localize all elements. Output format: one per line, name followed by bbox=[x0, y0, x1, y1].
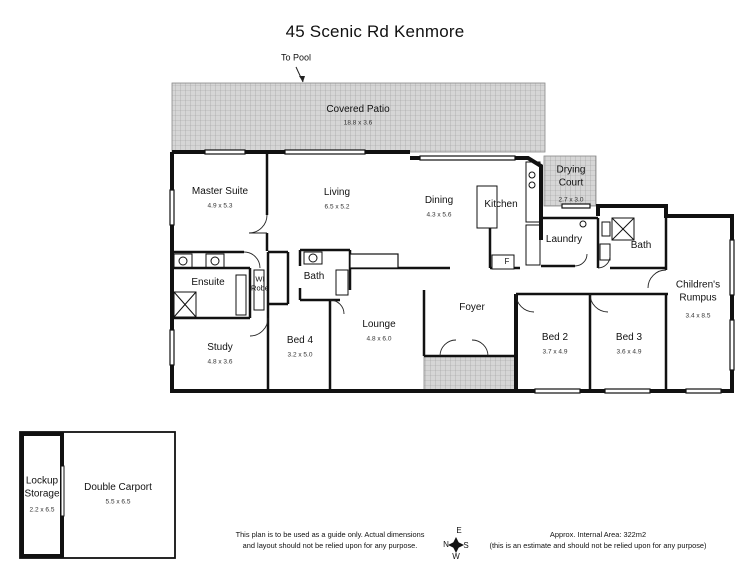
wir-name: WI Robe bbox=[251, 274, 269, 293]
bed4-name: Bed 4 bbox=[286, 334, 314, 346]
garage bbox=[19, 431, 176, 559]
lounge-dim: 4.8 x 6.0 bbox=[366, 335, 392, 343]
study-name: Study bbox=[207, 341, 233, 353]
drying-court-dim: 2.7 x 3.0 bbox=[558, 196, 584, 204]
master-suite-name: Master Suite bbox=[191, 185, 249, 197]
compass-icon bbox=[448, 537, 464, 553]
to-pool-arrowhead bbox=[299, 76, 305, 82]
childrens-rumpus-dim: 3.4 x 8.5 bbox=[685, 312, 711, 320]
childrens-rumpus-name: Children's Rumpus bbox=[675, 279, 721, 304]
dining-name: Dining bbox=[424, 194, 454, 206]
master-suite-dim: 4.9 x 5.3 bbox=[207, 202, 233, 210]
compass-s: S bbox=[463, 541, 469, 550]
bed4-dim: 3.2 x 5.0 bbox=[287, 351, 313, 359]
bed3-dim: 3.6 x 4.9 bbox=[616, 348, 642, 356]
bed2-name: Bed 2 bbox=[541, 331, 569, 343]
dining-dim: 4.3 x 5.6 bbox=[426, 211, 452, 219]
covered-patio-dim: 18.8 x 3.6 bbox=[343, 119, 373, 127]
double-carport-name: Double Carport bbox=[84, 481, 152, 493]
to-pool-label: To Pool bbox=[280, 52, 312, 63]
double-carport-dim: 5.5 x 6.5 bbox=[105, 498, 131, 506]
lockup-storage-name: Lockup Storage bbox=[24, 475, 60, 500]
bed2-dim: 3.7 x 4.9 bbox=[542, 348, 568, 356]
compass-w: W bbox=[452, 552, 460, 561]
disclaimer-note: This plan is to be used as a guide only.… bbox=[235, 530, 425, 550]
compass-e: E bbox=[456, 526, 462, 535]
door-swings bbox=[243, 214, 667, 357]
windows bbox=[169, 149, 735, 394]
drying-court-name: Drying Court bbox=[556, 164, 586, 189]
covered-patio-name: Covered Patio bbox=[326, 103, 390, 115]
lounge-name: Lounge bbox=[362, 318, 396, 330]
fridge-label: F bbox=[504, 257, 510, 266]
plan-title: 45 Scenic Rd Kenmore bbox=[285, 22, 465, 41]
bath-center-name: Bath bbox=[303, 270, 325, 282]
laundry-name: Laundry bbox=[545, 233, 583, 245]
foyer-name: Foyer bbox=[459, 301, 485, 313]
area-note: Approx. Internal Area: 322m2 (this is an… bbox=[489, 530, 707, 550]
bath-right-name: Bath bbox=[630, 239, 652, 251]
lockup-storage-dim: 2.2 x 6.5 bbox=[29, 506, 55, 514]
living-name: Living bbox=[323, 186, 351, 198]
fixtures bbox=[173, 161, 635, 318]
entry-porch-area bbox=[423, 355, 517, 393]
bed3-name: Bed 3 bbox=[615, 331, 643, 343]
living-dim: 6.5 x 5.2 bbox=[324, 203, 350, 211]
ensuite-name: Ensuite bbox=[191, 276, 225, 288]
covered-patio-area bbox=[171, 82, 546, 153]
study-dim: 4.8 x 3.6 bbox=[207, 358, 233, 366]
kitchen-name: Kitchen bbox=[484, 198, 518, 210]
compass-n: N bbox=[443, 540, 449, 549]
